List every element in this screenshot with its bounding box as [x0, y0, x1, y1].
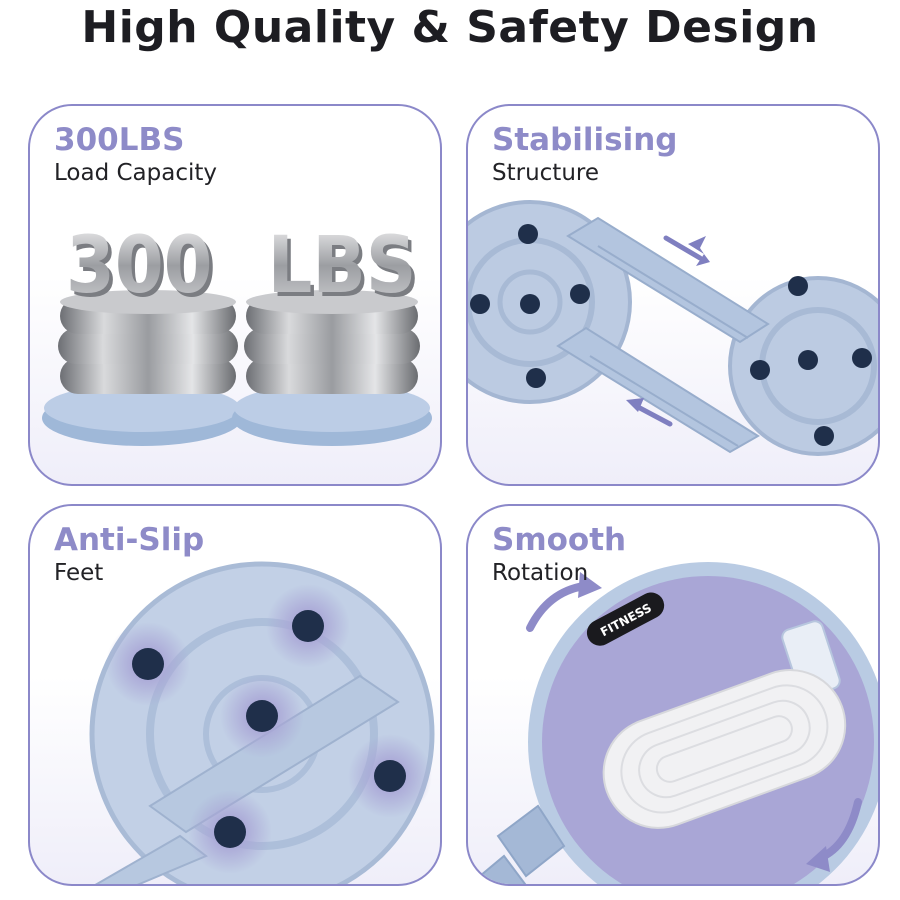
art-text-lbs: LBS: [271, 225, 420, 315]
page-title: High Quality & Safety Design: [81, 2, 819, 53]
art-text-300-face: 300: [66, 221, 213, 311]
anti-slip-feet-card: Anti-Slip Feet: [28, 504, 442, 886]
stabilising-subheading: Structure: [492, 160, 599, 186]
anti-slip-heading: Anti-Slip: [54, 522, 205, 558]
anti-slip-subheading: Feet: [54, 560, 104, 586]
smooth-subheading: Rotation: [492, 560, 589, 586]
weights-on-pads-image: 300 300 LBS LBS: [42, 221, 432, 446]
load-capacity-card: 300LBS Load Capacity: [28, 104, 442, 486]
art-text-300: 300: [70, 225, 217, 315]
art-text-lbs-face: LBS: [268, 221, 417, 311]
load-capacity-heading: 300LBS: [54, 122, 185, 158]
stabilising-structure-card: Stabilising Structure: [466, 104, 880, 486]
stabilising-heading: Stabilising: [492, 122, 678, 158]
smooth-heading: Smooth: [492, 522, 627, 558]
load-capacity-subheading: Load Capacity: [54, 160, 217, 186]
twist-board-underside-image: [468, 200, 878, 456]
twist-board-top-image: FITNESS: [468, 562, 878, 884]
smooth-rotation-card: Smooth Rotation FITNESS: [466, 504, 880, 886]
anti-slip-feet-image: [89, 561, 435, 884]
